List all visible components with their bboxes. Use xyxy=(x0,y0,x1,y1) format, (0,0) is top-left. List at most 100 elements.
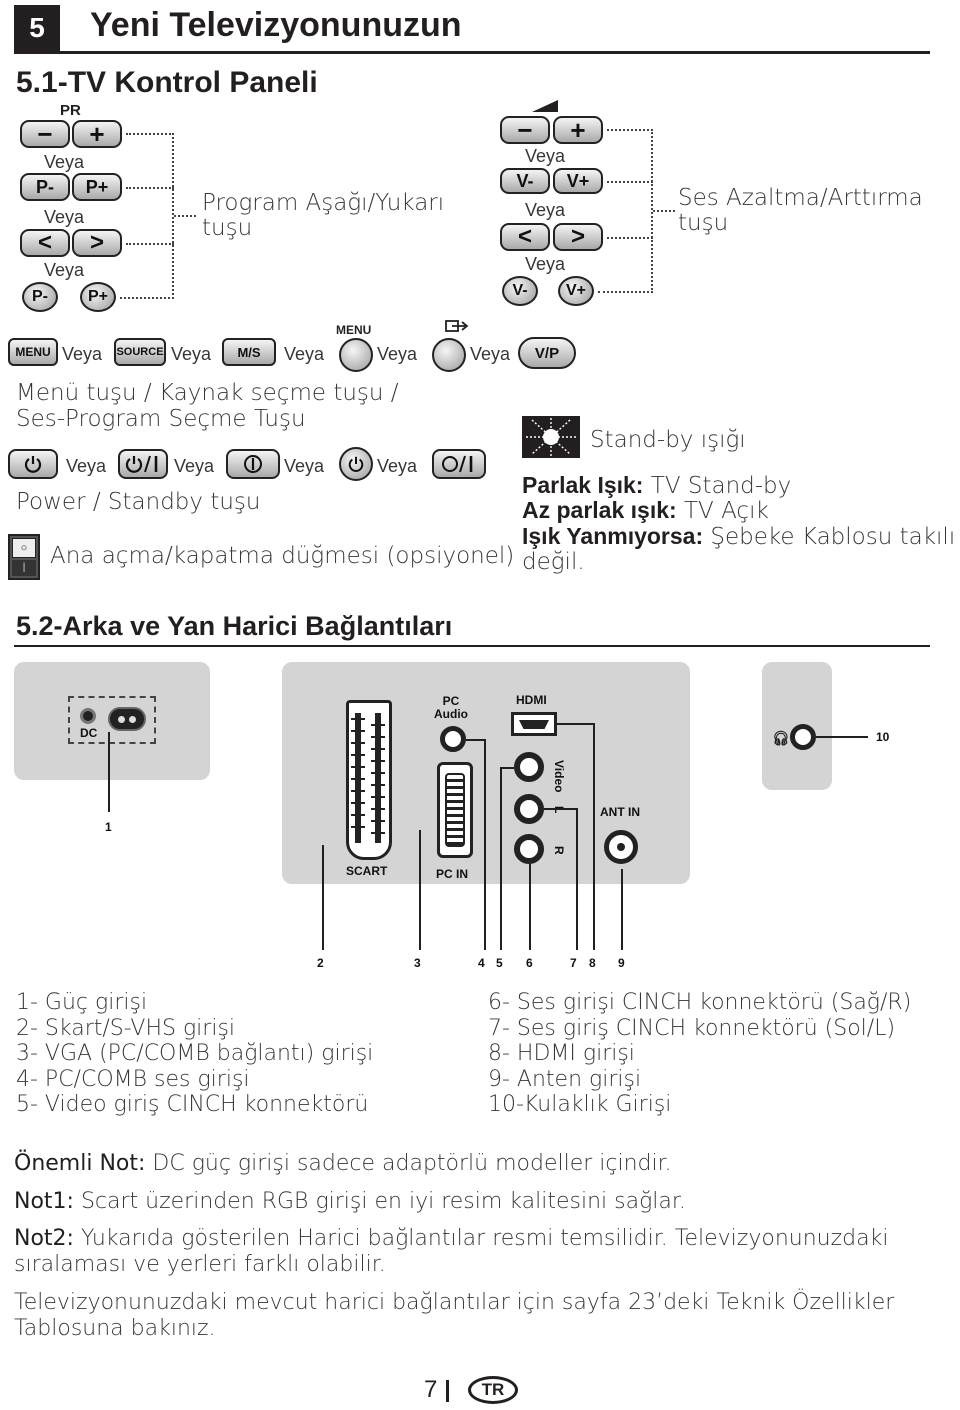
legend-item: 10-Kulaklık Girişi xyxy=(488,1092,672,1117)
v-plus-round-button[interactable]: V+ xyxy=(558,276,594,306)
bright-label: Parlak Işık: xyxy=(522,472,644,498)
legend-item: 8- HDMI girişi xyxy=(488,1041,635,1066)
vp-button[interactable]: V/P xyxy=(518,337,576,369)
legend-item: 7- Ses giriş CINCH konnektörü (Sol/L) xyxy=(488,1015,896,1041)
light-rays-icon xyxy=(526,418,576,456)
menu-round-button[interactable] xyxy=(339,338,373,372)
page-title: Yeni Televizyonunuzun xyxy=(90,6,462,44)
leader-line xyxy=(126,187,174,189)
veya-label: Veya xyxy=(525,200,566,220)
power-button[interactable] xyxy=(8,449,58,479)
power-slash-icon xyxy=(125,455,158,473)
callout-line-8 xyxy=(593,723,595,950)
power-icon xyxy=(24,456,42,473)
standby-button[interactable] xyxy=(118,449,168,479)
on-off-button[interactable] xyxy=(432,449,486,479)
scart-label: SCART xyxy=(346,864,388,878)
callout-line-5 xyxy=(500,767,514,769)
dc-power-socket-icon xyxy=(108,707,146,731)
callout-line-7 xyxy=(576,808,578,950)
menu-round-label: MENU xyxy=(336,323,372,337)
antenna-port-icon xyxy=(604,830,638,864)
dc-jack-icon xyxy=(80,708,96,724)
switch-top-half: ○ xyxy=(12,538,36,558)
v-minus-round-button[interactable]: V- xyxy=(502,276,538,306)
leader-line xyxy=(651,129,653,293)
pr-right-button[interactable]: > xyxy=(72,229,122,257)
source-input-glyph xyxy=(445,320,469,332)
bright-value: TV Stand-by xyxy=(643,473,792,499)
callout-8: 8 xyxy=(589,956,596,970)
hdmi-label: HDMI xyxy=(516,693,547,707)
callout-9: 9 xyxy=(618,956,625,970)
leader-line xyxy=(126,133,174,135)
source-button[interactable]: SOURCE xyxy=(114,338,166,366)
power-line-button[interactable] xyxy=(226,449,280,479)
hdmi-slot xyxy=(519,720,549,729)
vol-left-button[interactable]: < xyxy=(500,223,550,251)
vol-description-line: tuşu xyxy=(678,210,729,236)
vol-right-button[interactable]: > xyxy=(553,223,603,251)
vga-pin-block xyxy=(445,773,465,847)
callout-line-10 xyxy=(816,736,868,738)
p-plus-round-button[interactable]: P+ xyxy=(80,282,116,312)
pr-plus-button[interactable]: + xyxy=(72,119,122,149)
menu-description-line: Ses-Program Seçme Tuşu xyxy=(16,406,306,432)
leader-line xyxy=(174,215,196,217)
socket-pin xyxy=(118,716,125,723)
header-rule xyxy=(14,51,930,54)
hdmi-port xyxy=(511,712,557,736)
legend-item: 1- Güç girişi xyxy=(16,990,148,1015)
important-text: DC güç girişi sadece adaptörlü modeller … xyxy=(145,1151,672,1176)
veya-label: Veya xyxy=(44,260,85,280)
page-number: 7 xyxy=(424,1376,438,1403)
pc-audio-line: Audio xyxy=(434,707,468,721)
note2-label: Not2: xyxy=(14,1226,74,1251)
pc-audio-line: PC xyxy=(442,694,460,708)
power-round-button[interactable] xyxy=(339,447,373,481)
callout-10: 10 xyxy=(876,730,890,744)
power-icon xyxy=(348,456,364,472)
p-minus-button[interactable]: P- xyxy=(20,173,70,201)
callout-2: 2 xyxy=(317,956,324,970)
source-round-button[interactable] xyxy=(432,338,466,372)
section-number: 5 xyxy=(29,12,45,43)
veya-label: Veya xyxy=(470,344,511,364)
pr-description-line: tuşu xyxy=(202,215,253,241)
callout-line-9 xyxy=(621,869,623,950)
main-switch-description: Ana açma/kapatma düğmesi (opsiyonel) xyxy=(50,543,515,569)
v-minus-button[interactable]: V- xyxy=(500,168,550,194)
leader-line xyxy=(607,237,653,239)
leader-line xyxy=(126,243,174,245)
vol-description: Ses Azaltma/Arttırma tuşu xyxy=(678,186,923,236)
socket-pin xyxy=(129,716,136,723)
vol-minus-button[interactable]: − xyxy=(500,115,550,145)
section2-rule xyxy=(14,645,930,647)
scart-pins-icon xyxy=(351,713,385,843)
video-label: Video xyxy=(552,760,566,793)
menu-description-line: Menü tuşu / Kaynak seçme tuşu / xyxy=(16,380,399,406)
ms-button[interactable]: M/S xyxy=(222,338,276,366)
callout-line-4 xyxy=(466,739,484,741)
v-plus-button[interactable]: V+ xyxy=(553,168,603,194)
p-minus-round-button[interactable]: P- xyxy=(22,282,58,312)
pr-left-button[interactable]: < xyxy=(20,229,70,257)
vol-plus-button[interactable]: + xyxy=(553,115,603,145)
menu-button[interactable]: MENU xyxy=(8,338,58,366)
callout-1: 1 xyxy=(105,820,112,834)
legend-item: 3- VGA (PC/COMB bağlantı) girişi xyxy=(16,1041,374,1066)
section2-title: 5.2-Arka ve Yan Harici Bağlantıları xyxy=(16,611,453,641)
p-plus-button[interactable]: P+ xyxy=(72,173,122,201)
veya-label: Veya xyxy=(44,152,85,172)
callout-line-5 xyxy=(500,767,502,950)
callout-line-3 xyxy=(419,830,421,950)
ant-in-label: ANT IN xyxy=(600,805,640,819)
veya-label: Veya xyxy=(525,254,566,274)
veya-label: Veya xyxy=(44,207,85,227)
pr-minus-button[interactable]: − xyxy=(20,119,70,149)
pc-audio-jack-icon xyxy=(440,726,466,752)
video-jack-icon xyxy=(514,752,544,782)
source-input-icon xyxy=(445,320,469,339)
legend-item: 6- Ses girişi CINCH konnektörü (Sağ/R) xyxy=(488,990,912,1015)
note2-line: sıralaması ve yerleri farklı olabilir. xyxy=(14,1252,386,1277)
